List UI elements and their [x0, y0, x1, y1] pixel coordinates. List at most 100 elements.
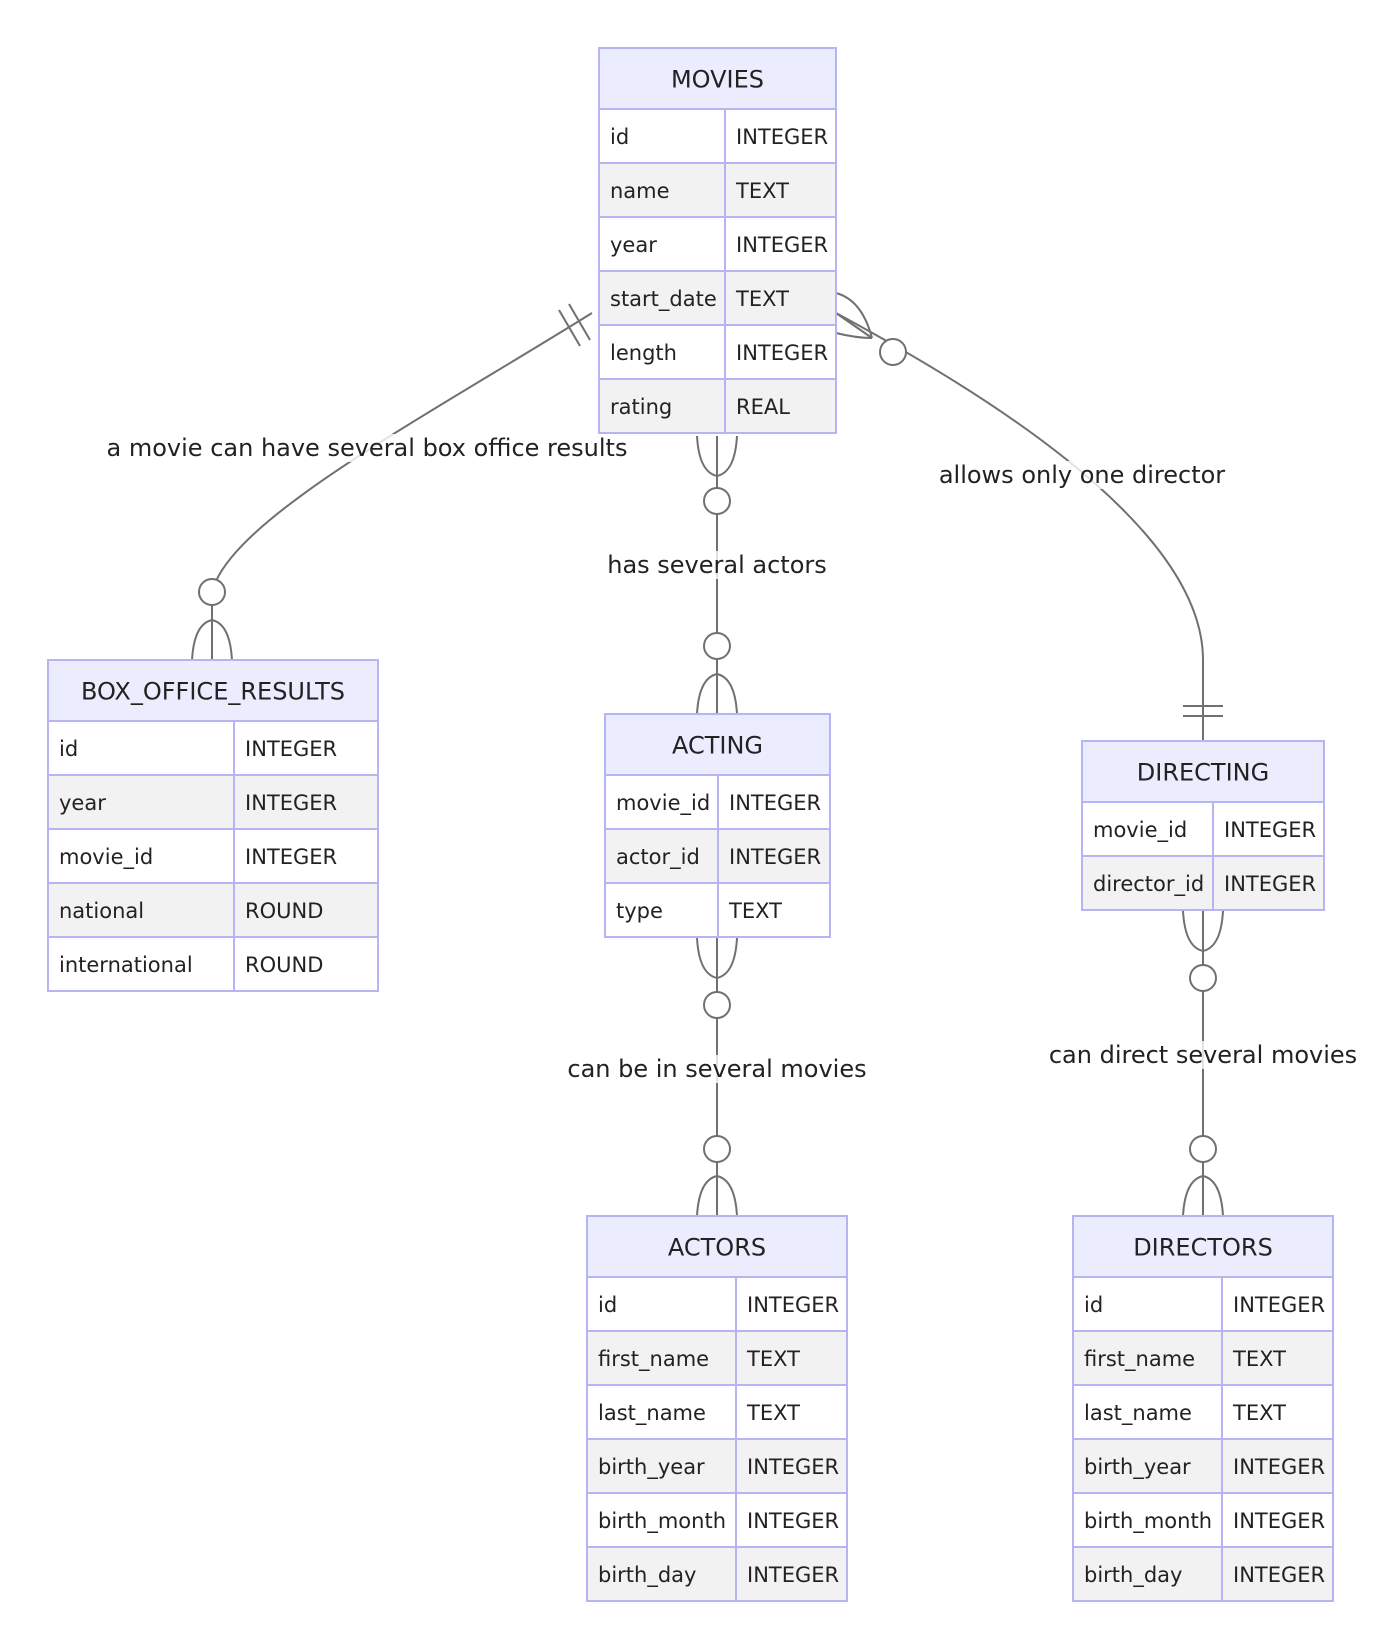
- attribute-row: id INTEGER: [47, 720, 379, 776]
- crows-foot-prong: [696, 673, 718, 715]
- attribute-name: id: [59, 737, 78, 761]
- relationship-label-group: allows only one director: [936, 461, 1228, 489]
- one-bar-marker: [558, 309, 581, 347]
- attribute-row-bg: [1072, 1384, 1334, 1440]
- attribute-row-bg: [586, 1438, 848, 1494]
- attribute-name: rating: [610, 395, 672, 419]
- attribute-row-bg: [598, 270, 837, 326]
- crows-foot-prong: [835, 312, 873, 339]
- relationship-label: can be in several movies: [567, 1055, 866, 1083]
- attribute-type: INTEGER: [1224, 818, 1316, 842]
- entity-title: ACTING: [672, 732, 763, 760]
- attribute-row: rating REAL: [598, 378, 837, 434]
- relationship-label: can direct several movies: [1049, 1041, 1357, 1069]
- crows-foot-prong: [1182, 1175, 1204, 1217]
- attribute-row-bg: [47, 828, 379, 884]
- label-background: [104, 434, 630, 462]
- attribute-type: REAL: [736, 395, 790, 419]
- entity-title: DIRECTING: [1137, 759, 1269, 787]
- attribute-row-bg: [598, 324, 837, 380]
- attribute-type: ROUND: [245, 953, 323, 977]
- crows-foot-prong: [696, 937, 718, 979]
- attribute-row-bg: [1072, 1276, 1334, 1332]
- crows-foot-prong: [835, 292, 873, 339]
- entity-border: [604, 713, 831, 938]
- relationship-movies-box-office-results: [191, 303, 593, 661]
- relationship-label: a movie can have several box office resu…: [107, 434, 628, 462]
- attribute-name: id: [598, 1293, 617, 1317]
- attribute-row-bg: [586, 1492, 848, 1548]
- one-bar-marker: [568, 303, 591, 341]
- attribute-name: birth_year: [598, 1455, 705, 1480]
- attribute-name: start_date: [610, 287, 717, 312]
- attribute-type: ROUND: [245, 899, 323, 923]
- entity-title: MOVIES: [671, 66, 764, 94]
- attribute-name: last_name: [1084, 1401, 1192, 1426]
- entity-title: ACTORS: [668, 1234, 766, 1262]
- relationship-label: has several actors: [607, 551, 827, 579]
- attribute-type: INTEGER: [245, 737, 337, 761]
- attribute-type: INTEGER: [736, 125, 828, 149]
- attribute-name: national: [59, 899, 144, 923]
- attribute-type: INTEGER: [1233, 1293, 1325, 1317]
- entity-title: BOX_OFFICE_RESULTS: [81, 678, 345, 706]
- attribute-name: last_name: [598, 1401, 706, 1426]
- attribute-name: first_name: [598, 1347, 709, 1372]
- attribute-type: INTEGER: [1224, 872, 1316, 896]
- attribute-row-bg: [598, 216, 837, 272]
- relationship-line: [211, 312, 593, 660]
- attribute-type: INTEGER: [736, 341, 828, 365]
- attribute-name: international: [59, 953, 193, 977]
- attribute-row-bg: [598, 378, 837, 434]
- relationship-line: [835, 312, 1204, 741]
- attribute-name: movie_id: [59, 845, 153, 870]
- label-background: [565, 1055, 869, 1083]
- crows-foot-prong: [716, 435, 738, 477]
- attribute-type: INTEGER: [1233, 1563, 1325, 1587]
- attribute-type: TEXT: [746, 1401, 800, 1425]
- crows-foot-prong: [716, 1175, 738, 1217]
- attribute-name: first_name: [1084, 1347, 1195, 1372]
- label-background: [1046, 1041, 1360, 1069]
- entity-border: [1072, 1215, 1334, 1602]
- zero-circle-marker: [1189, 964, 1217, 992]
- crows-foot-prong: [696, 1175, 718, 1217]
- relationship-label-group: has several actors: [605, 551, 829, 579]
- entity-border: [1081, 740, 1325, 911]
- crows-foot-prong: [835, 332, 873, 339]
- attribute-type: INTEGER: [1233, 1455, 1325, 1479]
- attribute-name: birth_month: [598, 1509, 726, 1534]
- relationship-movies-directing: [835, 292, 1223, 741]
- zero-circle-marker: [703, 632, 731, 660]
- zero-circle-marker: [703, 1135, 731, 1163]
- attribute-name: year: [59, 791, 106, 815]
- entity-header: [604, 713, 831, 776]
- attribute-name: birth_day: [1084, 1563, 1182, 1588]
- label-background: [605, 551, 829, 579]
- attribute-name: director_id: [1093, 872, 1204, 897]
- relationship-lines: [191, 292, 1224, 1217]
- relationship-label-group: a movie can have several box office resu…: [104, 434, 630, 462]
- entity-title: DIRECTORS: [1133, 1234, 1273, 1262]
- attribute-name: birth_year: [1084, 1455, 1191, 1480]
- attribute-name: id: [610, 125, 629, 149]
- attribute-row: birth_day INTEGER: [1072, 1546, 1334, 1602]
